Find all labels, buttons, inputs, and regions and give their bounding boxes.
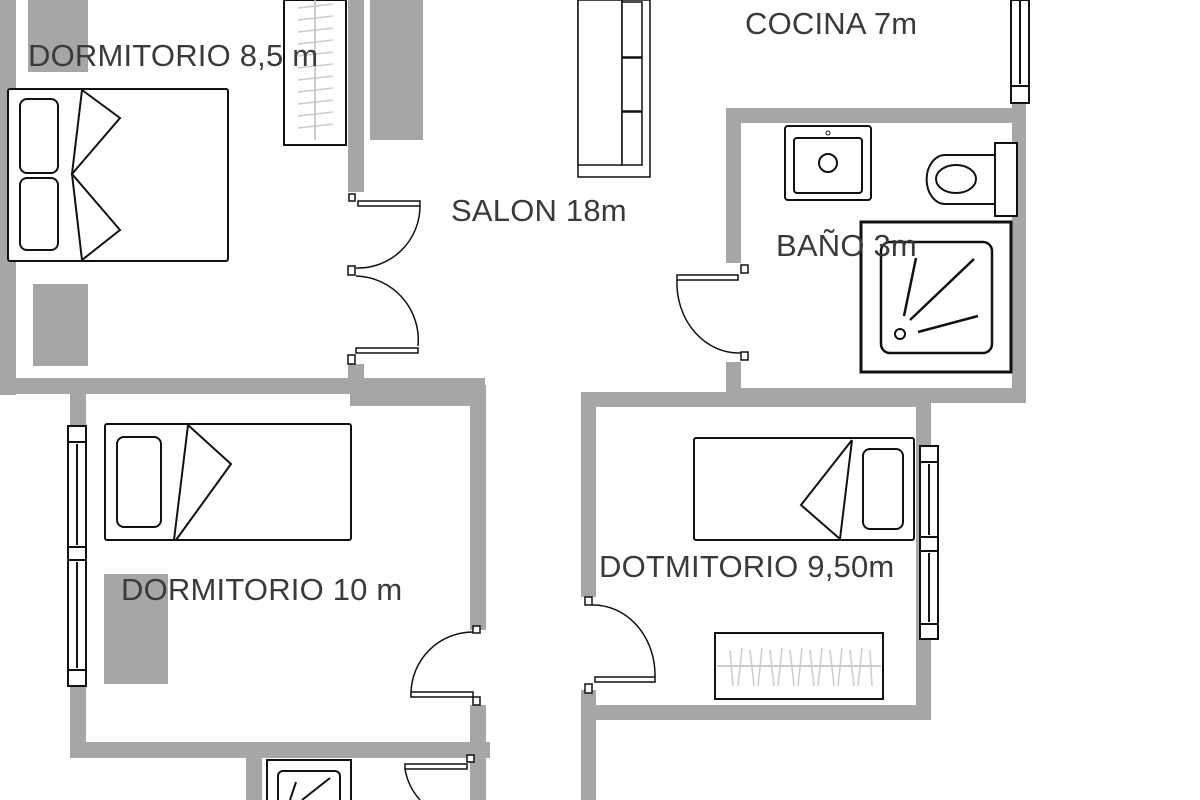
single-bed-icon [104, 422, 352, 541]
door-icon [347, 193, 421, 365]
room-label-bano: BAÑO 3m [776, 228, 917, 263]
sink-icon [784, 125, 872, 201]
room-label-cocina: COCINA 7m [745, 6, 918, 41]
door-icon [676, 264, 749, 361]
room-label-dormitorio-10: DORMITORIO 10 m [121, 572, 403, 607]
window-icon [919, 445, 939, 640]
single-bed-icon [693, 437, 915, 541]
wardrobe-icon [714, 632, 884, 700]
door-icon [584, 596, 656, 694]
room-label-salon: SALON 18m [451, 193, 627, 228]
double-bed-icon [7, 88, 229, 262]
door-icon [410, 625, 481, 706]
window-icon [1010, 0, 1030, 104]
room-label-dotmitorio-9-50: DOTMITORIO 9,50m [599, 549, 895, 584]
sofa-icon [577, 0, 651, 178]
wardrobe-icon [283, 0, 347, 146]
toilet-icon [925, 142, 1018, 217]
door-icon [404, 754, 475, 800]
room-label-dormitorio-8-5: DORMITORIO 8,5 m [28, 38, 319, 73]
shower-icon [859, 220, 1013, 374]
window-icon [67, 425, 87, 687]
shower-icon [266, 759, 352, 800]
